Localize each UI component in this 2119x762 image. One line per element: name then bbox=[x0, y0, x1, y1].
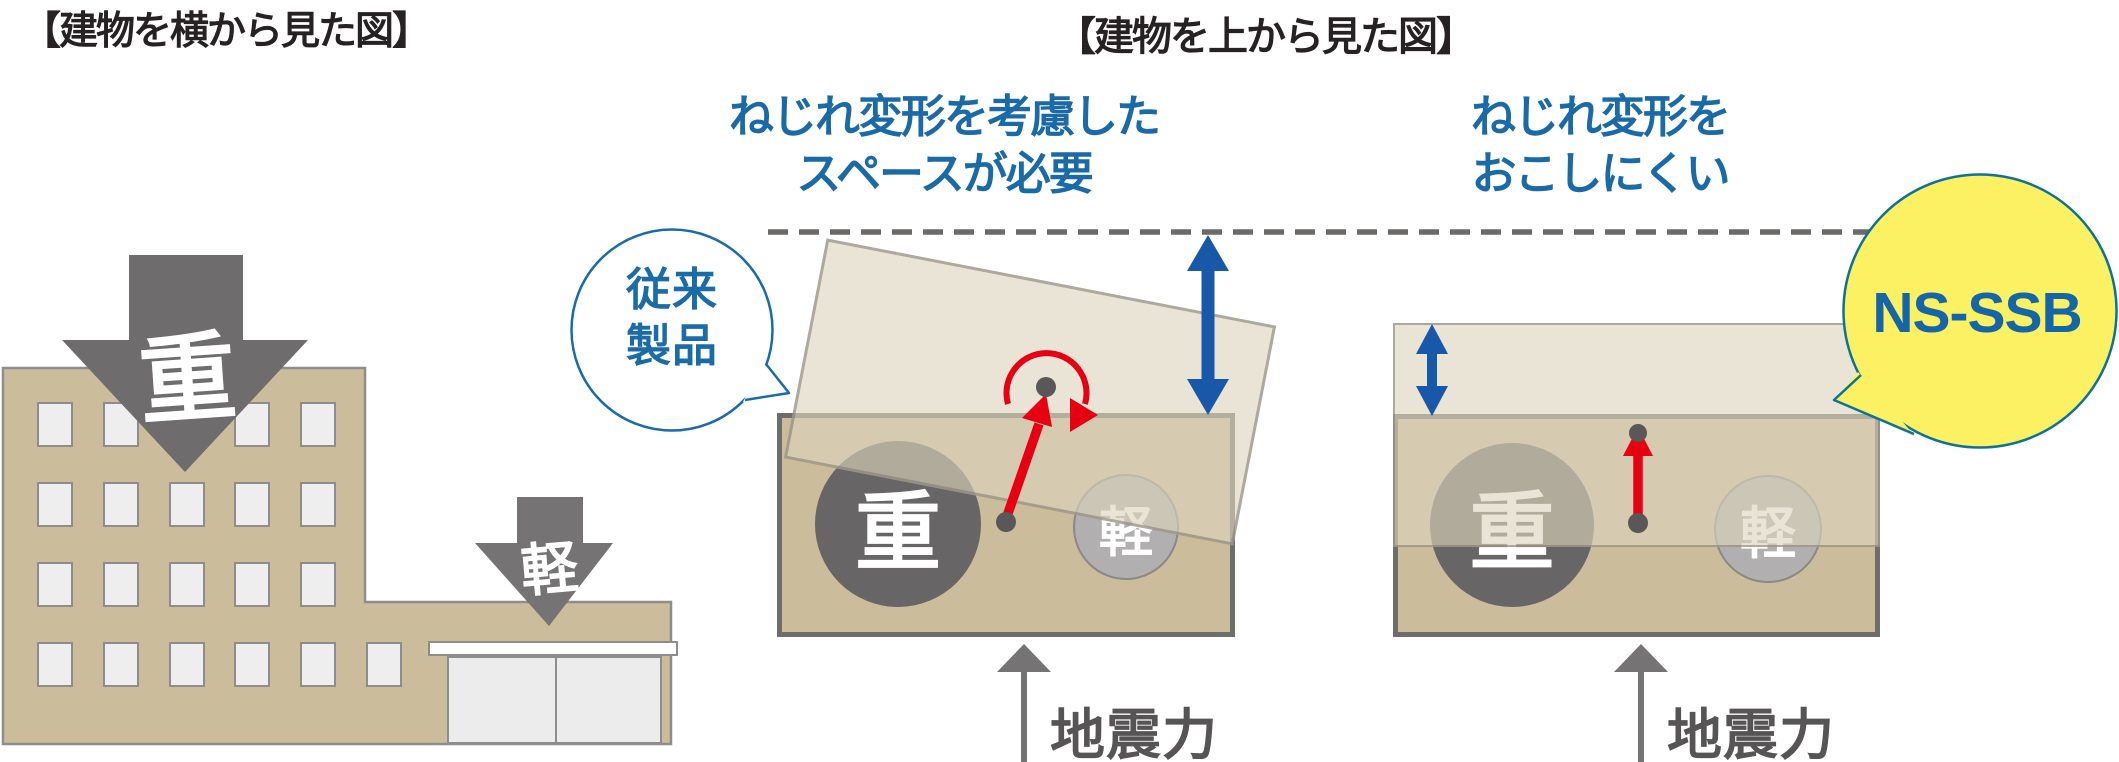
building-window bbox=[300, 402, 337, 447]
annex-glass-doors bbox=[447, 656, 662, 744]
building-window bbox=[102, 482, 139, 527]
nsssb-badge-text: NS-SSB bbox=[1872, 281, 2082, 345]
annex-canopy bbox=[428, 641, 678, 656]
conventional-heading-line2: スペースが必要 bbox=[796, 148, 1094, 199]
building-window bbox=[37, 642, 73, 687]
building-window bbox=[300, 642, 337, 687]
nsssb-heading: ねじれ変形を おこしにくい bbox=[1398, 88, 1802, 202]
building-window bbox=[37, 562, 73, 607]
nsssb-heading-line1: ねじれ変形を bbox=[1470, 91, 1731, 142]
conventional-heading-line1: ねじれ変形を考慮した bbox=[728, 91, 1161, 142]
building-window bbox=[37, 482, 73, 527]
building-window bbox=[366, 642, 402, 687]
light-arrow-label: 軽 bbox=[518, 535, 581, 605]
conventional-heading: ねじれ変形を考慮した スペースが必要 bbox=[702, 88, 1186, 202]
nsssb-force-label: 地震力 bbox=[1667, 704, 1836, 762]
heavy-arrow-label: 重 bbox=[135, 321, 240, 438]
conventional-heavy-label: 重 bbox=[855, 484, 941, 581]
building-window bbox=[102, 562, 139, 607]
conventional-bubble-text: 従来 製品 bbox=[592, 262, 752, 374]
building-window bbox=[300, 482, 337, 527]
nsssb-shifted-ghost bbox=[1393, 323, 1880, 547]
conventional-seismic-arrow bbox=[997, 644, 1051, 762]
building-window bbox=[168, 642, 205, 687]
building-window bbox=[300, 562, 337, 607]
building-window bbox=[234, 562, 271, 607]
nsssb-heading-line2: おこしにくい bbox=[1471, 148, 1730, 199]
building-window bbox=[37, 402, 73, 447]
building-window bbox=[234, 482, 271, 527]
building-window bbox=[168, 482, 205, 527]
door-divider bbox=[554, 658, 557, 742]
nsssb-seismic-arrow bbox=[1614, 644, 1668, 762]
bubble-line2: 製品 bbox=[625, 320, 718, 371]
conventional-force-label: 地震力 bbox=[1050, 704, 1219, 762]
building-window bbox=[168, 562, 205, 607]
side-view-title: 【建物を横から見た図】 bbox=[22, 10, 431, 53]
bubble-line1: 従来 bbox=[625, 264, 718, 315]
top-view-title: 【建物を上から見た図】 bbox=[1056, 15, 1476, 59]
building-window bbox=[234, 642, 271, 687]
building-window bbox=[102, 642, 139, 687]
